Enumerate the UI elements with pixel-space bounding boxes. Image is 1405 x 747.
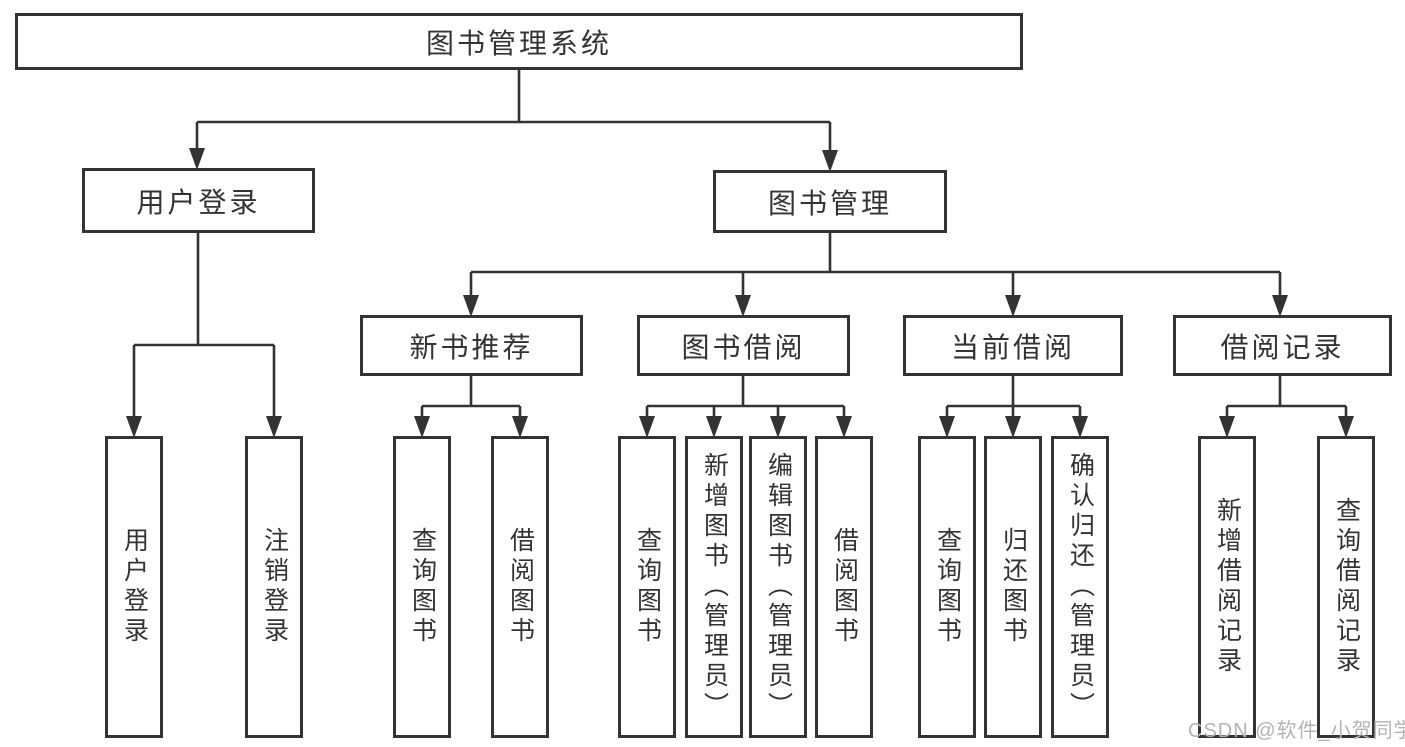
node-new-book-recommend-label: 新书推荐 (409, 331, 534, 363)
leaf-query-book-current-label: 查询图书 (933, 527, 962, 647)
node-new-book-recommend: 新书推荐 (360, 315, 583, 376)
leaf-query-book-borrow-label: 查询图书 (633, 527, 662, 647)
leaf-query-book-newbook: 查询图书 (393, 436, 451, 738)
leaf-add-book-admin-label: 新增图书（管理员） (700, 452, 729, 722)
node-borrow-records-label: 借阅记录 (1220, 331, 1345, 363)
node-book-management: 图书管理 (713, 170, 947, 233)
leaf-borrow-book-newbook: 借阅图书 (491, 436, 549, 738)
leaf-borrow-book: 借阅图书 (815, 436, 873, 738)
node-current-borrow: 当前借阅 (903, 315, 1123, 376)
leaf-query-book-current: 查询图书 (918, 436, 976, 738)
watermark: CSDN @软件_小贺同学 (1188, 720, 1405, 742)
leaf-borrow-book-newbook-label: 借阅图书 (506, 527, 535, 647)
node-user-login-label: 用户登录 (136, 186, 261, 218)
node-user-login: 用户登录 (82, 168, 315, 233)
leaf-add-book-admin: 新增图书（管理员） (685, 436, 743, 738)
leaf-query-borrow-record: 查询借阅记录 (1317, 436, 1375, 738)
node-book-borrow-label: 图书借阅 (681, 331, 806, 363)
leaf-confirm-return-admin: 确认归还（管理员） (1051, 436, 1109, 738)
leaf-return-book: 归还图书 (984, 436, 1042, 738)
leaf-query-book-newbook-label: 查询图书 (408, 527, 437, 647)
node-root-label: 图书管理系统 (425, 27, 612, 59)
leaf-add-borrow-record-label: 新增借阅记录 (1213, 497, 1242, 677)
leaf-logout: 注销登录 (245, 436, 303, 738)
leaf-edit-book-admin: 编辑图书（管理员） (749, 436, 807, 738)
leaf-logout-label: 注销登录 (260, 527, 289, 647)
leaf-edit-book-admin-label: 编辑图书（管理员） (764, 452, 793, 722)
node-book-borrow: 图书借阅 (637, 315, 850, 376)
node-root: 图书管理系统 (15, 13, 1023, 70)
leaf-query-book-borrow: 查询图书 (618, 436, 676, 738)
node-current-borrow-label: 当前借阅 (950, 331, 1075, 363)
leaf-borrow-book-label: 借阅图书 (830, 527, 859, 647)
leaf-confirm-return-admin-label: 确认归还（管理员） (1066, 452, 1095, 722)
node-book-management-label: 图书管理 (767, 187, 892, 219)
leaf-user-login: 用户登录 (105, 436, 163, 738)
leaf-query-borrow-record-label: 查询借阅记录 (1332, 497, 1361, 677)
node-borrow-records: 借阅记录 (1173, 315, 1392, 376)
leaf-user-login-label: 用户登录 (120, 527, 149, 647)
leaf-add-borrow-record: 新增借阅记录 (1198, 436, 1256, 738)
leaf-return-book-label: 归还图书 (999, 527, 1028, 647)
